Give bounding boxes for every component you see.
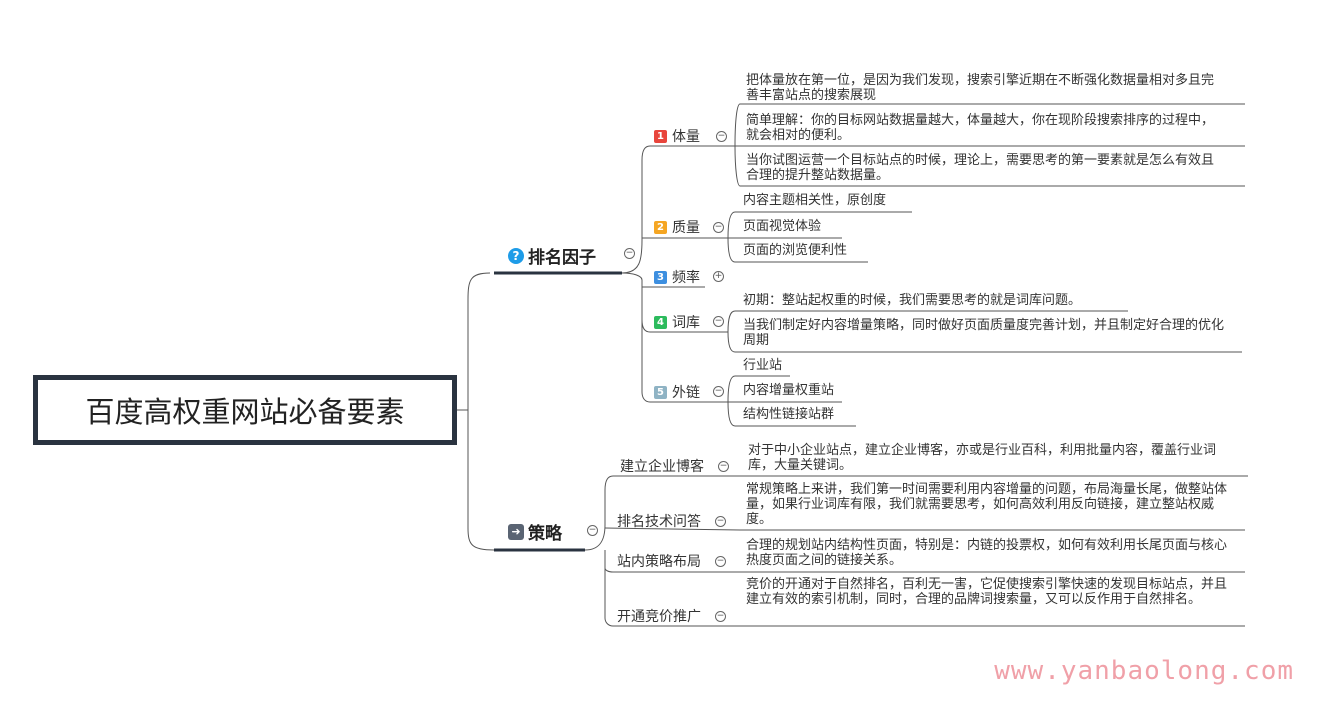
- collapse-toggle-strategy[interactable]: −: [587, 525, 598, 536]
- priority-5-icon: 5: [654, 385, 667, 399]
- subtopic-label: 体量: [672, 129, 700, 145]
- leaf-note[interactable]: 对于中小企业站点，建立企业博客，亦或是行业百科，利用批量内容，覆盖行业词库，大量…: [748, 443, 1217, 473]
- leaf-note[interactable]: 内容增量权重站: [743, 383, 835, 398]
- subtopic-enterprise-blog[interactable]: 建立企业博客: [620, 456, 704, 476]
- subtopic-label: 排名技术问答: [617, 514, 701, 530]
- priority-1-icon: 1: [654, 129, 667, 143]
- branch-label: 策略: [528, 524, 562, 544]
- collapse-toggle-qa[interactable]: −: [715, 516, 726, 527]
- branch-strategy[interactable]: ➜ 策略: [508, 519, 562, 544]
- subtopic-quality[interactable]: 2 质量: [654, 217, 700, 237]
- collapse-toggle-blog[interactable]: −: [718, 461, 729, 472]
- subtopic-lexicon[interactable]: 4 词库: [654, 312, 700, 332]
- subtopic-volume[interactable]: 1 体量: [654, 126, 700, 146]
- subtopic-frequency[interactable]: 3 频率: [654, 267, 700, 287]
- collapse-toggle-quality[interactable]: −: [713, 222, 724, 233]
- expand-toggle-frequency[interactable]: +: [713, 271, 724, 282]
- subtopic-ranking-qa[interactable]: 排名技术问答: [617, 511, 701, 531]
- subtopic-label: 外链: [672, 385, 700, 401]
- watermark-text: www.yanbaolong.com: [994, 656, 1294, 686]
- collapse-toggle-layout[interactable]: −: [715, 556, 726, 567]
- priority-4-icon: 4: [654, 315, 667, 329]
- collapse-toggle-ranking[interactable]: −: [624, 248, 635, 259]
- leaf-note[interactable]: 简单理解：你的目标网站数据量越大，体量越大，你在现阶段搜索排序的过程中，就会相对…: [746, 113, 1215, 143]
- subtopic-label: 站内策略布局: [617, 554, 701, 570]
- root-topic[interactable]: 百度高权重网站必备要素: [33, 375, 457, 445]
- subtopic-onsite-layout[interactable]: 站内策略布局: [617, 551, 701, 571]
- priority-3-icon: 3: [654, 270, 667, 284]
- subtopic-label: 词库: [672, 315, 700, 331]
- root-title: 百度高权重网站必备要素: [85, 395, 405, 429]
- branch-ranking-factors[interactable]: ? 排名因子: [508, 243, 596, 268]
- leaf-note[interactable]: 结构性链接站群: [743, 407, 835, 422]
- leaf-note[interactable]: 竞价的开通对于自然排名，百利无一害，它促使搜索引擎快速的发现目标站点，并且建立有…: [746, 577, 1228, 607]
- leaf-note[interactable]: 初期：整站起权重的时候，我们需要思考的就是词库问题。: [743, 293, 1082, 308]
- question-icon: ?: [508, 247, 524, 264]
- leaf-note[interactable]: 当你试图运营一个目标站点的时候，理论上，需要思考的第一要素就是怎么有效且合理的提…: [746, 153, 1215, 183]
- collapse-toggle-lexicon[interactable]: −: [713, 316, 724, 327]
- subtopic-label: 建立企业博客: [620, 459, 704, 475]
- subtopic-ppc[interactable]: 开通竞价推广: [617, 606, 701, 626]
- leaf-note[interactable]: 行业站: [743, 358, 783, 373]
- leaf-note[interactable]: 当我们制定好内容增量策略，同时做好页面质量度完善计划，并且制定好合理的优化周期: [743, 318, 1225, 348]
- leaf-note[interactable]: 内容主题相关性，原创度: [743, 193, 887, 208]
- collapse-toggle-ppc[interactable]: −: [715, 611, 726, 622]
- leaf-note[interactable]: 页面的浏览便利性: [743, 243, 848, 258]
- leaf-note[interactable]: 合理的规划站内结构性页面，特别是：内链的投票权，如何有效利用长尾页面与核心热度页…: [746, 538, 1228, 568]
- subtopic-label: 频率: [672, 270, 700, 286]
- leaf-note[interactable]: 页面视觉体验: [743, 219, 822, 234]
- collapse-toggle-volume[interactable]: −: [716, 131, 727, 142]
- collapse-toggle-backlinks[interactable]: −: [713, 386, 724, 397]
- leaf-note[interactable]: 把体量放在第一位，是因为我们发现，搜索引擎近期在不断强化数据量相对多且完善丰富站…: [746, 73, 1215, 103]
- leaf-note[interactable]: 常规策略上来讲，我们第一时间需要利用内容增量的问题，布局海量长尾，做整站体量，如…: [746, 482, 1228, 527]
- subtopic-label: 质量: [672, 220, 700, 236]
- subtopic-label: 开通竞价推广: [617, 609, 701, 625]
- priority-2-icon: 2: [654, 220, 667, 234]
- strategy-icon: ➜: [508, 523, 524, 540]
- subtopic-backlinks[interactable]: 5 外链: [654, 382, 700, 402]
- branch-label: 排名因子: [528, 248, 596, 268]
